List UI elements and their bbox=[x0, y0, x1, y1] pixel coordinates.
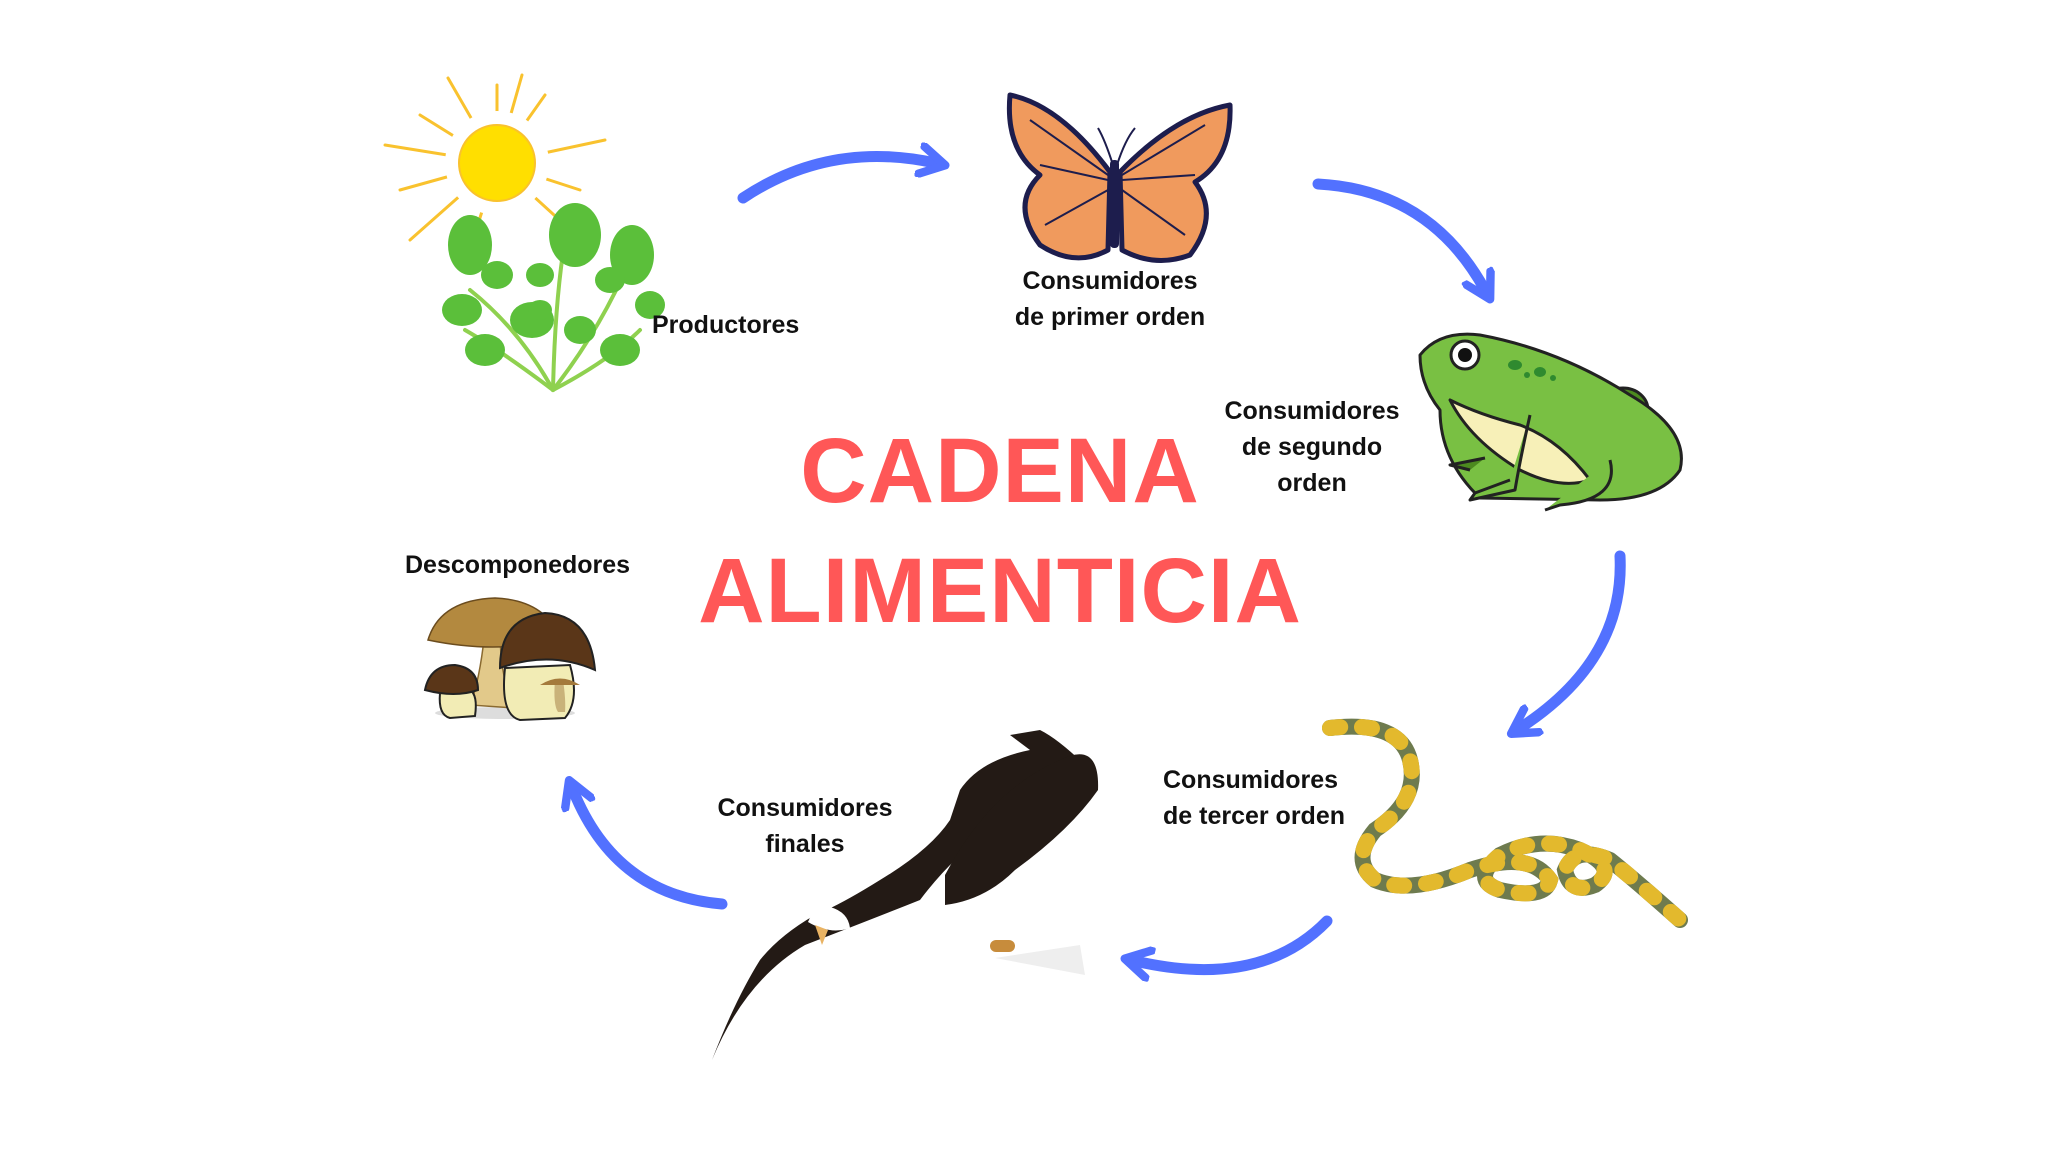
title-line-1: CADENA bbox=[800, 420, 1200, 522]
title-line-2: ALIMENTICIA bbox=[698, 540, 1302, 642]
finales-label: Consumidores finales bbox=[717, 794, 893, 858]
arrow-productores-to-primer bbox=[737, 156, 935, 204]
segundo-orden-label: Consumidores de segundo orden bbox=[1224, 397, 1400, 497]
arrow-segundo-to-tercer bbox=[1520, 550, 1626, 728]
arrow-tercer-to-finales bbox=[1135, 915, 1333, 970]
tercer-orden-label: Consumidores de tercer orden bbox=[1163, 766, 1346, 830]
descomponedores-label: Descomponedores bbox=[405, 551, 631, 579]
primer-orden-label: Consumidores de primer orden bbox=[1014, 267, 1206, 331]
arrow-finales-to-descomponedores bbox=[573, 790, 728, 910]
productores-label: Productores bbox=[652, 311, 800, 339]
arrow-primer-to-segundo bbox=[1312, 178, 1485, 290]
